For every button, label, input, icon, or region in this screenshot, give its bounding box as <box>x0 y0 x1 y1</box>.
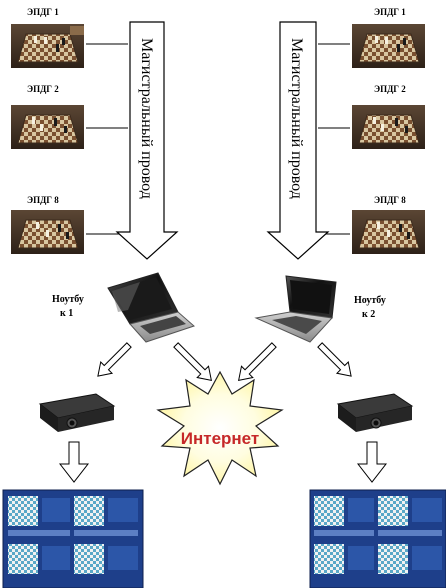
internet-star: Интернет <box>156 370 284 486</box>
board-right-2-label: ЭПДГ 2 <box>374 84 406 94</box>
laptop-left-label-1: Ноутбу <box>52 294 84 305</box>
wire-left-label: Магистральный провод <box>138 38 155 199</box>
screen-right-boards <box>314 496 442 574</box>
projector-left-icon <box>38 393 116 432</box>
projector-right <box>336 393 414 432</box>
board-left-8-photo <box>11 210 84 254</box>
wire-right-label: Магистральный провод <box>288 38 305 199</box>
board-right-2: ЭПДГ 2 <box>318 84 425 149</box>
board-left-1-photo <box>11 24 84 68</box>
board-left-2-photo <box>11 105 84 149</box>
arrow-laptop-left-to-projector <box>97 342 132 377</box>
laptop-right-label-1: Ноутбу <box>354 295 386 306</box>
board-left-8: ЭПДГ 8 <box>11 195 128 254</box>
projector-right-icon <box>336 393 414 432</box>
arrow-laptop-left-to-internet <box>173 342 212 381</box>
laptop-right-icon <box>254 275 337 343</box>
laptop-left-label-2: к 1 <box>60 308 73 319</box>
arrow-laptop-right-to-internet <box>238 342 277 381</box>
laptop-left-icon <box>107 272 195 343</box>
wire-arrow-left: Магистральный провод <box>115 21 179 260</box>
board-right-8: ЭПДГ 8 <box>318 195 425 254</box>
board-left-2: ЭПДГ 2 <box>11 84 128 149</box>
screen-left <box>2 489 144 588</box>
arrow-projector-left-to-screen <box>58 441 90 483</box>
projector-left <box>38 393 116 432</box>
board-left-1: ЭПДГ 1 <box>11 7 128 68</box>
laptop-right: Ноутбу к 2 <box>254 275 386 343</box>
board-right-8-photo <box>352 210 425 254</box>
wire-arrow-right: Магистральный провод <box>266 21 330 260</box>
arrow-laptop-right-to-projector <box>317 342 352 377</box>
board-right-1-photo <box>352 24 425 68</box>
board-right-8-label: ЭПДГ 8 <box>374 195 406 205</box>
internet-label: Интернет <box>181 429 259 448</box>
arrow-projector-right-to-screen <box>356 441 388 483</box>
board-right-1: ЭПДГ 1 <box>318 7 425 68</box>
screen-left-boards <box>8 496 138 574</box>
board-left-8-label: ЭПДГ 8 <box>27 195 59 205</box>
laptop-right-label-2: к 2 <box>362 309 375 320</box>
board-left-2-label: ЭПДГ 2 <box>27 84 59 94</box>
laptop-left: Ноутбу к 1 <box>52 272 195 343</box>
board-left-1-label: ЭПДГ 1 <box>27 7 59 17</box>
screen-right <box>309 489 446 588</box>
board-right-1-label: ЭПДГ 1 <box>374 7 406 17</box>
board-right-2-photo <box>352 105 425 149</box>
